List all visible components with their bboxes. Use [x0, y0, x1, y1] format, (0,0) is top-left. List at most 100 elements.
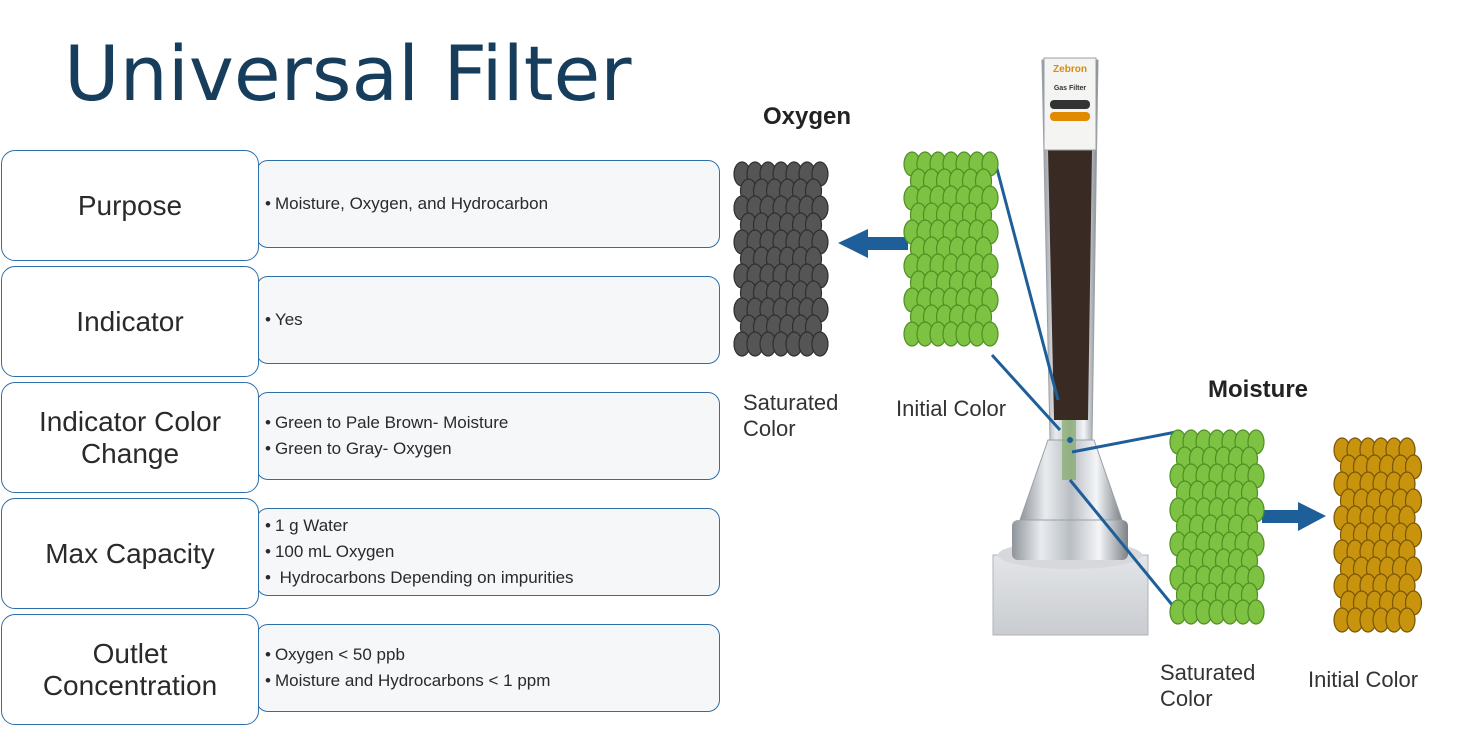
- bead: [935, 270, 954, 296]
- bead: [981, 219, 999, 245]
- bead: [746, 331, 764, 357]
- bead: [778, 246, 797, 272]
- bead: [798, 263, 816, 289]
- bead: [948, 168, 967, 194]
- bead: [961, 236, 980, 262]
- bead: [1182, 565, 1200, 591]
- list-item: Moisture and Hydrocarbons < 1 ppm: [265, 668, 550, 694]
- filter-text: Gas Filter: [1054, 85, 1087, 92]
- bead: [968, 151, 986, 177]
- bead: [1247, 565, 1265, 591]
- bead: [759, 297, 777, 323]
- color-change-description: Green to Pale Brown- Moisture Green to G…: [256, 392, 720, 480]
- bead: [1208, 463, 1226, 489]
- bead: [1169, 463, 1187, 489]
- bead: [1214, 480, 1233, 506]
- bead: [778, 280, 797, 306]
- color-change-row: Green to Pale Brown- Moisture Green to G…: [0, 382, 722, 495]
- bead: [798, 331, 816, 357]
- bead: [1352, 454, 1371, 480]
- bead: [929, 219, 947, 245]
- bead: [948, 304, 967, 330]
- bead: [935, 168, 954, 194]
- bead: [1398, 471, 1416, 497]
- bead: [752, 280, 771, 306]
- bead: [922, 168, 941, 194]
- bead: [1359, 505, 1377, 531]
- bead: [811, 195, 829, 221]
- caption-line: Saturated: [743, 390, 839, 415]
- bead: [942, 185, 960, 211]
- bead: [759, 331, 777, 357]
- bead: [785, 263, 803, 289]
- bead: [1365, 454, 1384, 480]
- bead: [1333, 607, 1351, 633]
- bead: [1391, 522, 1410, 548]
- bead: [1227, 514, 1246, 540]
- bead: [1201, 446, 1220, 472]
- bead: [1339, 590, 1358, 616]
- label-line: Indicator Color: [38, 405, 222, 437]
- bead: [1378, 488, 1397, 514]
- bead: [1234, 429, 1252, 455]
- bead: [1234, 463, 1252, 489]
- bead: [791, 178, 810, 204]
- max-capacity-label: Max Capacity: [1, 498, 259, 609]
- bead: [765, 280, 784, 306]
- bead: [739, 314, 758, 340]
- bead: [1195, 429, 1213, 455]
- bead: [968, 253, 986, 279]
- bead: [1404, 522, 1423, 548]
- bead: [759, 195, 777, 221]
- bead: [746, 195, 764, 221]
- bead: [1227, 582, 1246, 608]
- bead: [1398, 437, 1416, 463]
- bead: [1372, 505, 1390, 531]
- bead: [811, 263, 829, 289]
- bead: [929, 253, 947, 279]
- bead: [1195, 463, 1213, 489]
- bead: [948, 270, 967, 296]
- purpose-label: Purpose: [1, 150, 259, 261]
- bead: [746, 297, 764, 323]
- bead: [1359, 573, 1377, 599]
- bead: [922, 270, 941, 296]
- bead: [1365, 590, 1384, 616]
- indicator-row: Yes Indicator: [0, 266, 722, 379]
- bead: [1333, 471, 1351, 497]
- bead: [961, 304, 980, 330]
- bead: [1234, 531, 1252, 557]
- bead: [804, 178, 823, 204]
- bead: [765, 212, 784, 238]
- bead: [1214, 548, 1233, 574]
- list-item: 1 g Water: [265, 513, 574, 539]
- bead: [1372, 607, 1390, 633]
- bead: [1221, 463, 1239, 489]
- list-item: Moisture, Oxygen, and Hydrocarbon: [265, 191, 548, 217]
- bead: [1234, 565, 1252, 591]
- bead: [1404, 454, 1423, 480]
- bead: [968, 321, 986, 347]
- bead: [772, 297, 790, 323]
- bead: [1240, 446, 1259, 472]
- bead: [1391, 454, 1410, 480]
- bead: [942, 253, 960, 279]
- bead: [968, 219, 986, 245]
- bead: [903, 287, 921, 313]
- bead: [1359, 437, 1377, 463]
- list-item: Oxygen < 50 ppb: [265, 642, 550, 668]
- bead: [798, 161, 816, 187]
- bead: [1378, 522, 1397, 548]
- bead: [1208, 565, 1226, 591]
- outlet-label: Outlet Concentration: [1, 614, 259, 725]
- bead: [1346, 539, 1364, 565]
- bead: [916, 287, 934, 313]
- bead: [909, 202, 928, 228]
- outlet-description: Oxygen < 50 ppb Moisture and Hydrocarbon…: [256, 624, 720, 712]
- bead: [1378, 454, 1397, 480]
- bead: [903, 151, 921, 177]
- bead: [1214, 514, 1233, 540]
- brand-text: Zebron: [1053, 64, 1087, 75]
- bead: [1214, 446, 1233, 472]
- bead: [1188, 446, 1207, 472]
